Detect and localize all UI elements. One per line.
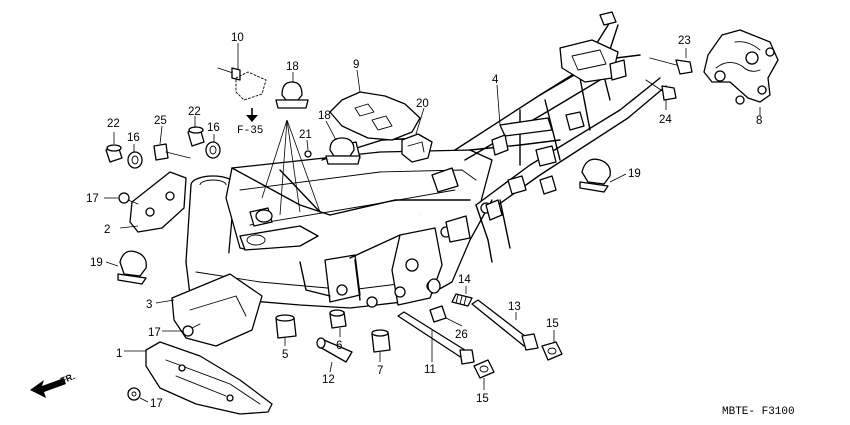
callout-13: 13 xyxy=(508,301,521,313)
part-16-washer-left xyxy=(127,151,143,169)
part-2-bracket xyxy=(129,171,187,233)
part-22-collar-left xyxy=(105,144,123,163)
diagram-code: MBTE- F3100 xyxy=(722,406,795,418)
callout-23: 23 xyxy=(678,35,691,47)
callout-1: 1 xyxy=(116,348,122,360)
part-14-spring xyxy=(451,293,473,307)
part-17-screw-upper xyxy=(118,192,139,205)
part-8-rear-bracket xyxy=(703,29,779,105)
callout-10: 10 xyxy=(231,32,244,44)
part-7-collar xyxy=(371,329,391,353)
part-21-bolt xyxy=(304,150,312,158)
part-13-bolt xyxy=(471,299,539,351)
callout-2: 2 xyxy=(104,224,110,236)
part-17-screw-middle xyxy=(182,323,201,337)
pivot-collar xyxy=(427,278,441,294)
reference-label: F-35 xyxy=(237,125,263,137)
leader-lines xyxy=(104,43,761,403)
callout-17-upper: 17 xyxy=(86,193,99,205)
callout-22-right: 22 xyxy=(188,106,201,118)
part-15-nut-lower xyxy=(473,359,495,379)
part-9-cover xyxy=(329,91,421,141)
part-17-screw-lower xyxy=(127,387,141,401)
callout-18-upper: 18 xyxy=(286,61,299,73)
part-15-nut-upper xyxy=(541,341,563,361)
callout-19-front: 19 xyxy=(90,257,103,269)
front-direction-arrow xyxy=(30,378,66,398)
rear-subframe xyxy=(431,11,667,263)
part-16-washer-right xyxy=(205,141,221,159)
callout-12: 12 xyxy=(322,374,335,386)
callout-17-lower: 17 xyxy=(150,398,163,410)
callout-6: 6 xyxy=(336,340,342,352)
callout-25: 25 xyxy=(154,115,167,127)
clamp-18-middle xyxy=(325,137,361,165)
callout-16-left: 16 xyxy=(127,132,140,144)
callout-18-middle: 18 xyxy=(318,110,331,122)
callout-5: 5 xyxy=(282,349,288,361)
callout-15-lower: 15 xyxy=(476,393,489,405)
part-22-collar-right xyxy=(187,126,205,147)
front-direction-label: FR. xyxy=(59,371,76,386)
callout-19-rear: 19 xyxy=(628,168,641,180)
part-26-sleeve xyxy=(429,305,447,323)
callout-20: 20 xyxy=(416,98,429,110)
part-3-cover xyxy=(171,273,263,347)
callout-16-right: 16 xyxy=(207,122,220,134)
callout-15-upper: 15 xyxy=(546,318,559,330)
part-24-bolt xyxy=(645,79,677,101)
callout-22-left: 22 xyxy=(107,118,120,130)
callout-9: 9 xyxy=(353,59,359,71)
part-12-pin xyxy=(316,337,353,363)
clamp-19-rear xyxy=(579,158,611,193)
clamp-18-upper xyxy=(275,81,309,109)
part-1-under-cover xyxy=(145,341,273,415)
part-25-bolt xyxy=(153,143,191,161)
callout-7: 7 xyxy=(377,365,383,377)
clamp-19-front xyxy=(117,250,147,285)
callout-3: 3 xyxy=(146,299,152,311)
part-5-collar xyxy=(275,314,297,339)
callout-4: 4 xyxy=(492,74,499,86)
part-11-bolt xyxy=(397,311,475,365)
clamp-20 xyxy=(401,133,433,163)
callout-17-middle: 17 xyxy=(148,327,161,339)
callout-26: 26 xyxy=(455,329,468,341)
callout-14: 14 xyxy=(458,274,471,286)
callout-8: 8 xyxy=(756,115,762,127)
reference-arrow-down xyxy=(246,108,258,122)
part-23-bolt xyxy=(649,57,693,75)
part-10-clip xyxy=(217,67,267,101)
callout-11: 11 xyxy=(424,364,436,376)
callout-24: 24 xyxy=(659,114,672,126)
callout-21: 21 xyxy=(299,129,312,141)
part-6-collar xyxy=(329,309,347,329)
